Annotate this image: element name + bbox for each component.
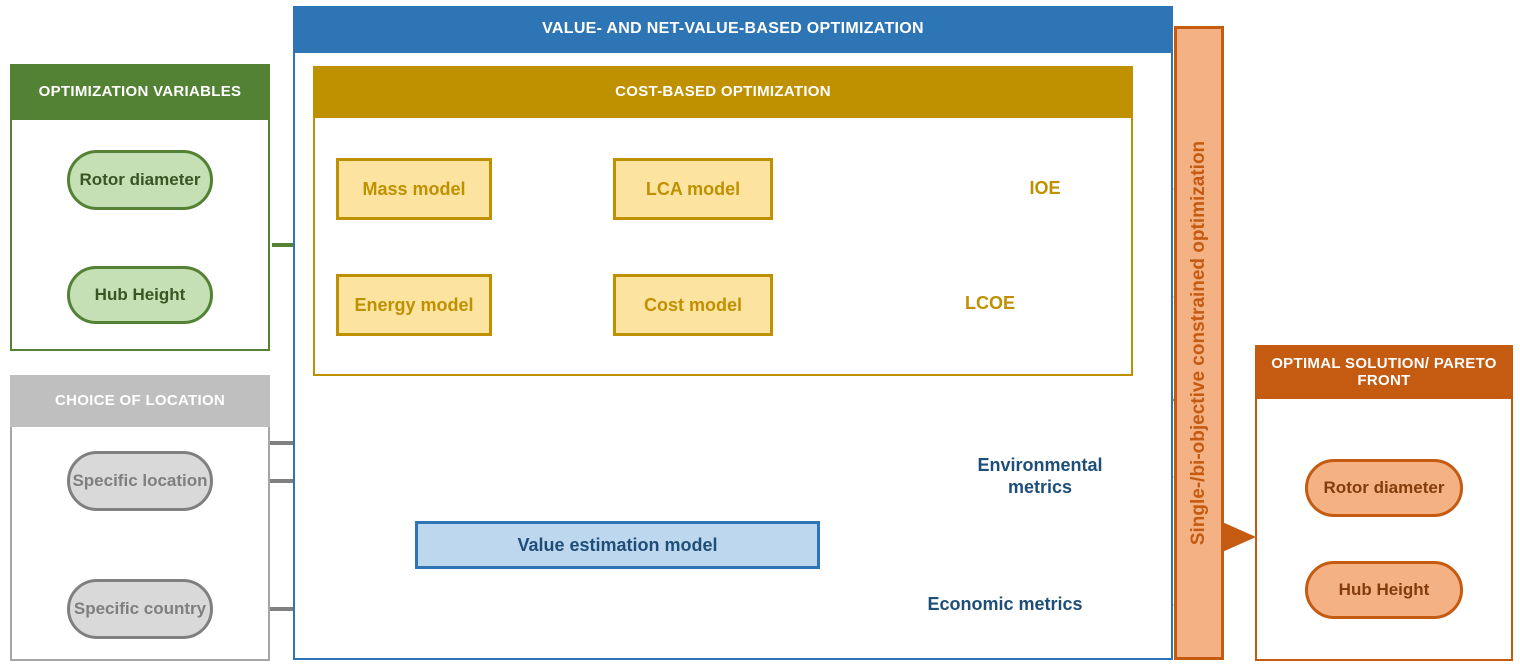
solution-rotor-diameter[interactable]: Rotor diameter <box>1305 459 1463 517</box>
variable-rotor-diameter[interactable]: Rotor diameter <box>67 150 213 210</box>
value-optimization-title: VALUE- AND NET-VALUE-BASED OPTIMIZATION <box>293 6 1173 53</box>
location-specific-location[interactable]: Specific location <box>67 451 213 511</box>
node-mass-model[interactable]: Mass model <box>336 158 492 220</box>
optimization-variables-title: OPTIMIZATION VARIABLES <box>10 64 270 120</box>
optimizer-bar[interactable]: Single-/bi-objective constrained optimiz… <box>1174 26 1224 660</box>
location-specific-country[interactable]: Specific country <box>67 579 213 639</box>
cost-optimization-title: COST-BASED OPTIMIZATION <box>313 66 1133 118</box>
node-value-estimation-model[interactable]: Value estimation model <box>415 521 820 569</box>
choice-of-location-title: CHOICE OF LOCATION <box>10 375 270 427</box>
node-cost-model[interactable]: Cost model <box>613 274 773 336</box>
variable-hub-height[interactable]: Hub Height <box>67 266 213 324</box>
solution-hub-height[interactable]: Hub Height <box>1305 561 1463 619</box>
node-energy-model[interactable]: Energy model <box>336 274 492 336</box>
optimizer-label: Single-/bi-objective constrained optimiz… <box>1188 140 1209 546</box>
cost-optimization-panel <box>313 118 1133 376</box>
optimal-solution-title: OPTIMAL SOLUTION/ PARETO FRONT <box>1255 345 1513 399</box>
optimal-solution-panel <box>1255 399 1513 661</box>
node-lca-model[interactable]: LCA model <box>613 158 773 220</box>
